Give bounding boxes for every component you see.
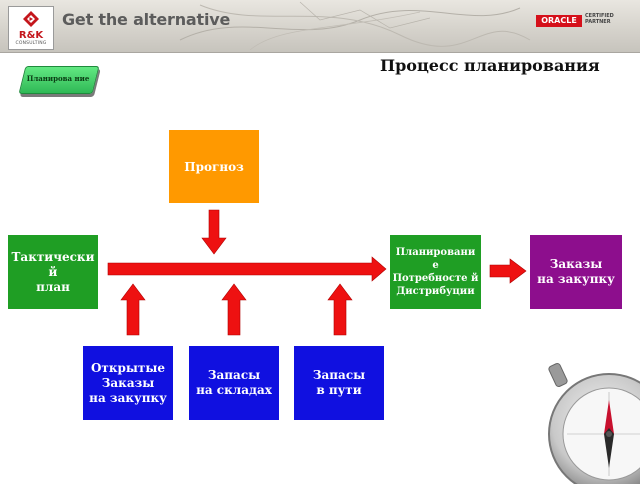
certified-text: CERTIFIED xyxy=(585,13,614,19)
in-transit-box: Запасы в пути xyxy=(294,346,384,420)
oracle-logo: ORACLE xyxy=(536,15,582,27)
page-title: Процесс планирования xyxy=(380,56,600,75)
section-badge[interactable]: Планирова ние xyxy=(26,74,90,83)
distribution-planning-box: Планировани е Потребносте й Дистрибуции xyxy=(390,235,481,309)
logo-text: R&K xyxy=(18,30,44,41)
map-texture xyxy=(179,1,531,51)
warehouse-stock-box: Запасы на складах xyxy=(189,346,279,420)
header-banner: R&K CONSULTING Get the alternative ORACL… xyxy=(0,0,640,53)
main-flow-arrow xyxy=(107,256,387,282)
purchase-orders-box: Заказы на закупку xyxy=(530,235,622,309)
to-orders-arrow xyxy=(489,258,527,284)
tagline: Get the alternative xyxy=(62,10,231,29)
tactical-plan-box: Тактически й план xyxy=(8,235,98,309)
company-logo: R&K CONSULTING xyxy=(8,6,54,50)
partner-text: PARTNER xyxy=(585,19,611,25)
open-orders-box: Открытые Заказы на закупку xyxy=(83,346,173,420)
transit-up-arrow xyxy=(327,283,353,336)
forecast-box: Прогноз xyxy=(169,130,259,203)
stock-up-arrow xyxy=(221,283,247,336)
forecast-down-arrow xyxy=(201,209,227,255)
certified-partner-label: CERTIFIED PARTNER xyxy=(585,13,614,25)
open-orders-up-arrow xyxy=(120,283,146,336)
logo-subtext: CONSULTING xyxy=(15,41,47,46)
compass-icon xyxy=(548,362,640,484)
logo-mark-icon xyxy=(23,11,39,27)
